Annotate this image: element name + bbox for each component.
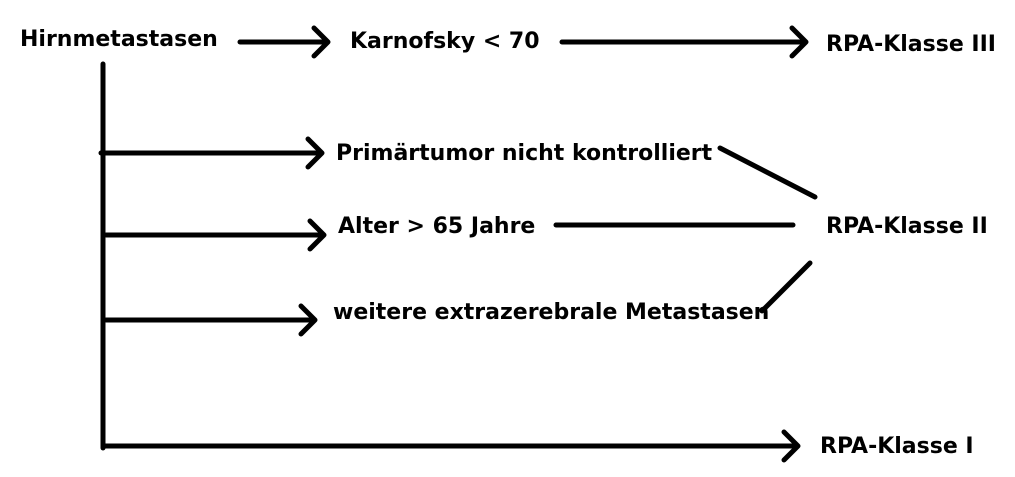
node-age: Alter > 65 Jahre bbox=[338, 214, 536, 239]
connector-extracranial-to-rpa2 bbox=[759, 260, 813, 314]
node-primary-uncontrolled: Primärtumor nicht kontrolliert bbox=[336, 141, 713, 166]
node-karnofsky: Karnofsky < 70 bbox=[350, 29, 540, 54]
arrowhead-extracranial bbox=[298, 303, 318, 337]
arrowhead-karnofsky bbox=[311, 25, 331, 59]
node-rpa-class-1: RPA-Klasse I bbox=[820, 434, 974, 459]
node-rpa-class-3: RPA-Klasse III bbox=[826, 32, 996, 57]
node-rpa-class-2: RPA-Klasse II bbox=[826, 214, 988, 239]
connector-primary-to-rpa2 bbox=[717, 145, 818, 200]
node-brain-metastases: Hirnmetastasen bbox=[20, 27, 218, 52]
arrowhead-age bbox=[307, 218, 327, 252]
node-extracranial-metastases: weitere extrazerebrale Metastasen bbox=[333, 300, 770, 325]
arrowhead-rpa3 bbox=[789, 25, 809, 59]
arrowhead-primary bbox=[305, 136, 325, 170]
arrowhead-rpa1 bbox=[781, 429, 801, 463]
